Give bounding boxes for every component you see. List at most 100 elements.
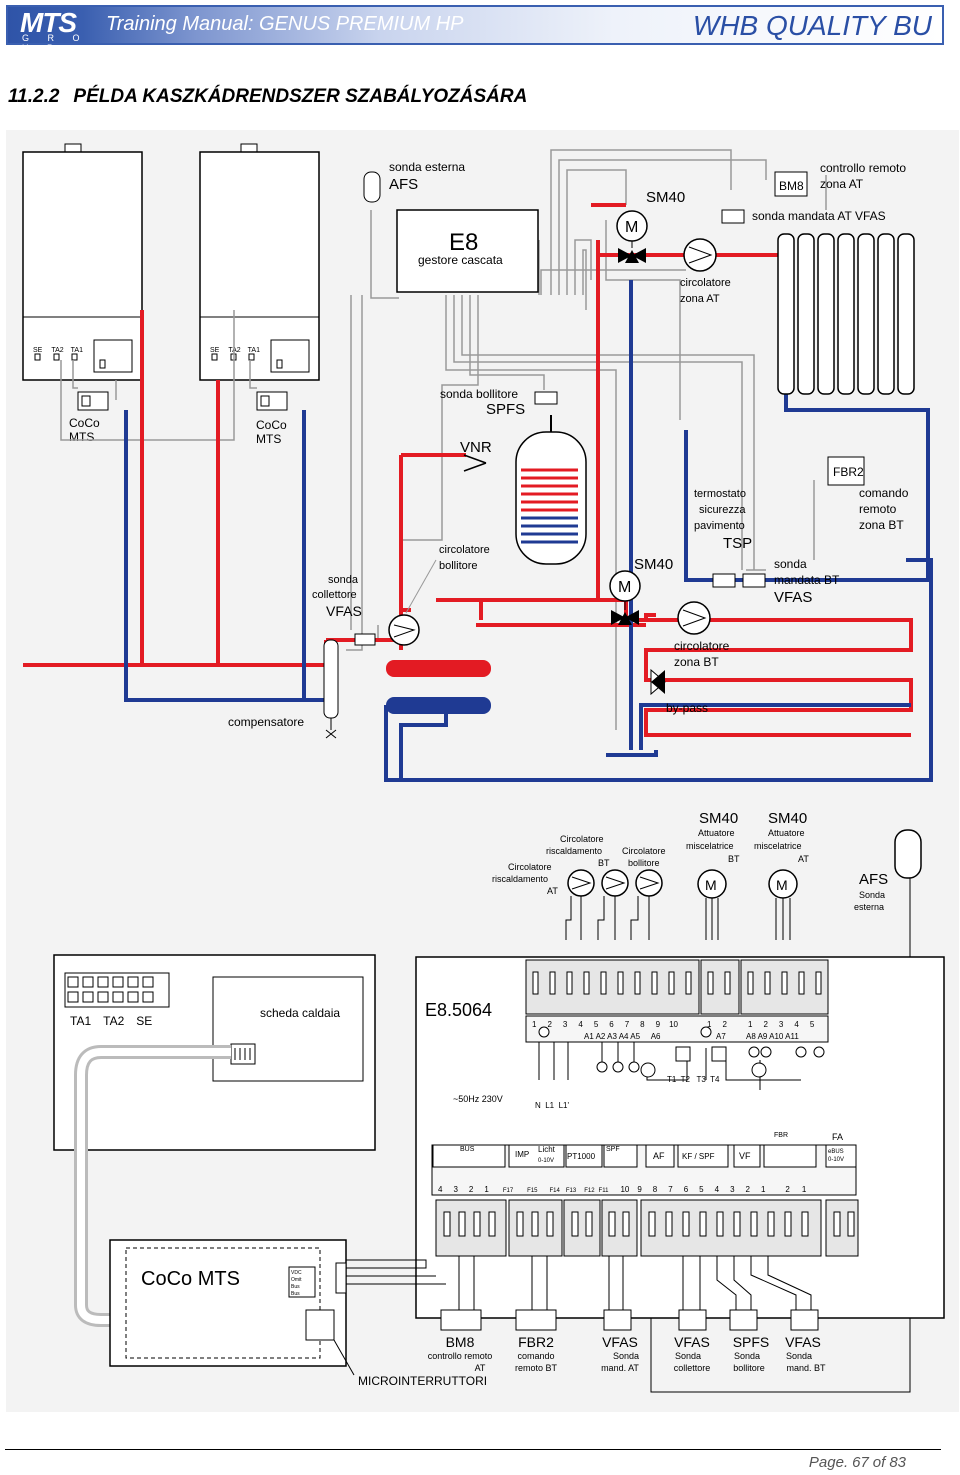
- svg-text:M: M: [705, 877, 717, 893]
- radiator: [777, 233, 915, 395]
- svg-text:M: M: [618, 579, 631, 596]
- footer-divider: [5, 1449, 941, 1450]
- e8-cascade-manager: [396, 209, 539, 293]
- sm40-at-label: SM40: [646, 189, 685, 206]
- supply-pipes: [23, 203, 913, 737]
- compensator-label: compensatore: [228, 715, 304, 729]
- page-of: of: [872, 1454, 886, 1471]
- control-wiring: [60, 149, 827, 730]
- brand-title: WHB QUALITY BU: [692, 10, 932, 41]
- svg-text:M: M: [625, 219, 638, 236]
- boiler-pump-icon: [388, 614, 420, 646]
- fbr2-label: FBR2: [833, 465, 864, 479]
- dhw-tank: [515, 415, 587, 565]
- circulator-at-icon: [683, 238, 717, 272]
- device-fbr2-code: FBR2: [518, 1334, 554, 1350]
- label-kf-spf: KF / SPF: [682, 1152, 715, 1161]
- e8-subtitle: gestore cascata: [418, 253, 503, 267]
- wiring-sm40-bt-label: SM40: [699, 810, 738, 827]
- coco-mts-box: [109, 1239, 347, 1367]
- device-bm8-code: BM8: [446, 1334, 475, 1350]
- device-spfs-code: SPFS: [733, 1334, 770, 1350]
- sm40-bt-label: SM40: [634, 556, 673, 573]
- label-fbr: FBR: [774, 1132, 788, 1139]
- e8-model-label: E8.5064: [425, 1000, 492, 1020]
- vnr-label: VNR: [460, 439, 492, 456]
- wiring-afs-icon: [894, 829, 922, 879]
- supply-header: [386, 660, 491, 677]
- wiring-sm40-at-label: SM40: [768, 810, 807, 827]
- page-header: MTS G R O U P Training Manual: GENUS PRE…: [6, 5, 944, 53]
- boiler-board-label: scheda caldaia: [260, 1006, 340, 1020]
- fbr2-device: [827, 456, 865, 486]
- top-b-labels: A7: [716, 1032, 726, 1041]
- e8-title: E8: [449, 229, 478, 256]
- vfas-at-label: sonda mandata AT VFAS: [752, 209, 886, 223]
- bm8-label: BM8: [779, 179, 804, 193]
- compensator: [323, 639, 339, 719]
- device-fbr2-icon: [515, 1309, 557, 1331]
- label-fa: FA: [832, 1132, 843, 1142]
- doc-title: Training Manual: GENUS PREMIUM HP: [106, 13, 464, 35]
- device-spfs-icon: [729, 1309, 758, 1331]
- label-vf: VF: [739, 1151, 751, 1161]
- device-vfas-coll-icon: [678, 1309, 707, 1331]
- power-label: ~50Hz 230V: [453, 1094, 503, 1104]
- device-bm8-icon: [440, 1309, 482, 1331]
- top-a-labels: A1 A2 A3 A4 A5 A6: [584, 1032, 661, 1041]
- page-current: 67: [852, 1454, 869, 1471]
- t-labels: T1 T2 T3 T4: [667, 1075, 720, 1084]
- bm8-device: [774, 171, 808, 197]
- page-label: Page.: [808, 1454, 849, 1471]
- logo-subtext: G R O U P: [22, 33, 88, 53]
- section-number: 11.2.2: [8, 86, 60, 107]
- label-af: AF: [653, 1151, 665, 1161]
- svg-text:M: M: [776, 877, 788, 893]
- label-imp: IMP: [515, 1150, 529, 1159]
- connector-block-b: [700, 959, 740, 1015]
- device-vfas-at-code: VFAS: [602, 1334, 638, 1350]
- return-header: [386, 697, 491, 714]
- page-total: 83: [889, 1454, 906, 1471]
- device-vfas-bt-code: VFAS: [785, 1334, 821, 1350]
- logo-text: MTS: [20, 7, 77, 38]
- coco-mts-title: CoCo MTS: [141, 1268, 240, 1290]
- check-valve-icon: [463, 454, 487, 472]
- label-spf: SPF: [606, 1146, 620, 1153]
- power-terminals: N L1 L1': [535, 1101, 569, 1110]
